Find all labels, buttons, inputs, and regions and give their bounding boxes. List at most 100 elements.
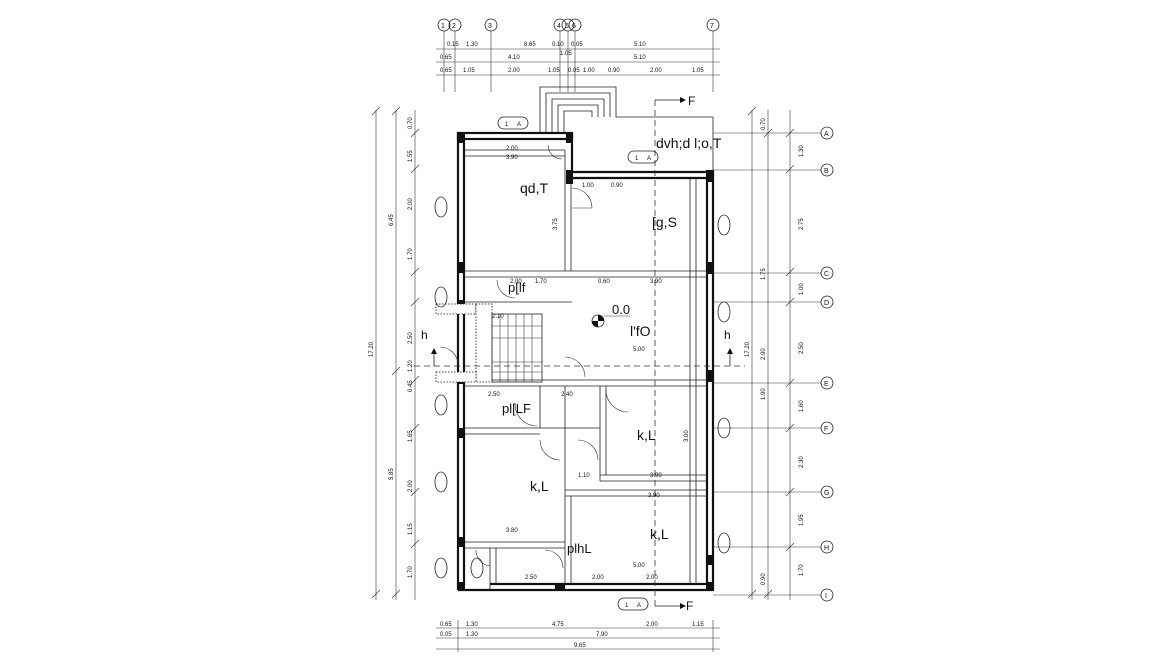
tag-number: 1 [625,603,629,609]
section-mark-left: h [421,328,428,342]
top-dim: 4.10 [508,55,520,61]
room-label-bath-bottom: plhL [567,541,592,556]
top-dim: 0.90 [608,68,620,74]
room-dim: 3.80 [506,528,518,534]
right-dim: 2.30 [799,456,805,468]
room-label-upper-right: [g,S [652,214,677,230]
room-dim: 2.00 [646,575,658,581]
axis-C-label: C [824,271,829,278]
axis-E-label: E [824,381,829,388]
top-dim: 1.00 [583,68,595,74]
axis-I-label: I [825,593,827,600]
room-dim: 1.10 [578,473,590,479]
axis-H-label: H [824,545,829,552]
top-dim: 1.30 [466,42,478,48]
bottom-dim: 1.15 [692,622,704,628]
right-dim: 1.30 [799,145,805,157]
room-dim: 0.90 [611,183,623,189]
bottom-dim: 7.90 [596,632,608,638]
top-dim: 0.05 [568,68,580,74]
bottom-dim: 4.75 [552,622,564,628]
bottom-dim: 1.30 [466,632,478,638]
top-dim: 5.10 [634,42,646,48]
room-dim: 3.90 [648,493,660,499]
top-dim: 1.05 [463,68,475,74]
axis-4-label: 4 [557,23,561,30]
right-dim: 1.75 [761,268,767,280]
room-dimensions: 2.00 3.90 3.75 3.90 5.00 1.70 2.00 2.50 … [488,146,690,581]
room-dim: 2.50 [488,392,500,398]
right-dim: 2.75 [799,218,805,230]
room-label-kitchen-lower-right: k,L [650,526,669,542]
axis-F-label: F [824,426,828,433]
top-dim: 1.05 [560,51,572,57]
top-dim: 5.10 [634,55,646,61]
right-dim: 1.70 [799,564,805,576]
left-dim: 0.45 [408,380,414,392]
room-dim: 2.00 [510,279,522,285]
right-dim: 1.90 [761,388,767,400]
top-dim: 0.10 [552,42,564,48]
section-mark-top: F [688,94,695,108]
top-dim: 2.00 [650,68,662,74]
axis-7-label: 7 [710,23,714,30]
room-label-kitchen-left: k,L [530,478,549,494]
top-dim: 0.15 [447,42,459,48]
room-dim: 2.10 [492,314,504,320]
room-label-top-right: dvh;d l;o,T [656,135,722,151]
room-dim: 2.50 [525,575,537,581]
room-dim: 5.00 [633,563,645,569]
axis-G-label: G [824,490,829,497]
axis-1-label: 1 [441,23,445,30]
axis-B-label: B [824,168,829,175]
room-label-hall: l'fO [630,323,651,339]
top-dim: 1.05 [548,68,560,74]
section-mark-bottom: F [686,599,693,613]
room-label-toilet-upper: p[lf [508,280,526,295]
room-label-kitchen-right: k,L [637,427,656,443]
tag-letter: A [637,603,641,609]
axis-A-label: A [824,131,829,138]
room-dim: 2.00 [592,575,604,581]
room-dim: 3.90 [650,473,662,479]
top-dim: 0.65 [440,68,452,74]
axis-2-label: 2 [452,23,456,30]
top-dim: 0.65 [440,55,452,61]
bottom-dim: 0.05 [440,632,452,638]
section-mark-right: h [724,328,731,342]
bottom-dimension-lines: 0.65 1.30 4.75 2.00 1.15 0.05 1.30 7.90 … [436,620,720,652]
right-axis-markers: A B C D E F G H I [713,126,834,602]
top-dim: 0.05 [571,42,583,48]
left-dim: 5.85 [389,468,395,480]
right-dim: 2.90 [761,348,767,360]
left-dim: 1.70 [408,566,414,578]
right-dim: 1.00 [799,283,805,295]
room-label-upper-left: qd,T [520,180,548,196]
left-dim: 1.55 [408,150,414,162]
left-dimension-lines: 17.20 5.85 6.45 2.50 0.70 1.55 2.00 1.70… [369,106,420,600]
columns [458,133,714,591]
left-dim: 17.20 [369,341,375,357]
room-dim: 3.90 [650,279,662,285]
room-dim: 3.00 [684,430,690,442]
level-mark: 0.0 [591,302,630,328]
bottom-dim: 9.65 [574,643,586,649]
top-dim: 8.65 [524,42,536,48]
tag-letter: A [647,156,651,162]
right-dimension-lines: 17.20 1.30 2.75 1.00 2.50 1.60 2.30 1.95… [745,106,805,600]
room-dim: 3.75 [553,218,559,230]
left-dim: 2.00 [408,480,414,492]
bottom-dim: 2.00 [646,622,658,628]
right-dim: 17.20 [745,341,751,357]
axis-5-label: 5 [565,23,569,30]
room-dim: 5.00 [633,347,645,353]
room-dim: 0.60 [598,279,610,285]
top-dimension-lines: 0.15 1.30 8.65 0.10 0.05 5.10 0.65 4.10 … [436,42,720,76]
left-dim: 2.50 [408,332,414,344]
right-dim: 0.90 [761,573,767,585]
section-lines: F F h h [414,94,745,613]
left-dim: 1.65 [408,430,414,442]
room-dim: 3.90 [506,155,518,161]
axis-D-label: D [824,300,829,307]
